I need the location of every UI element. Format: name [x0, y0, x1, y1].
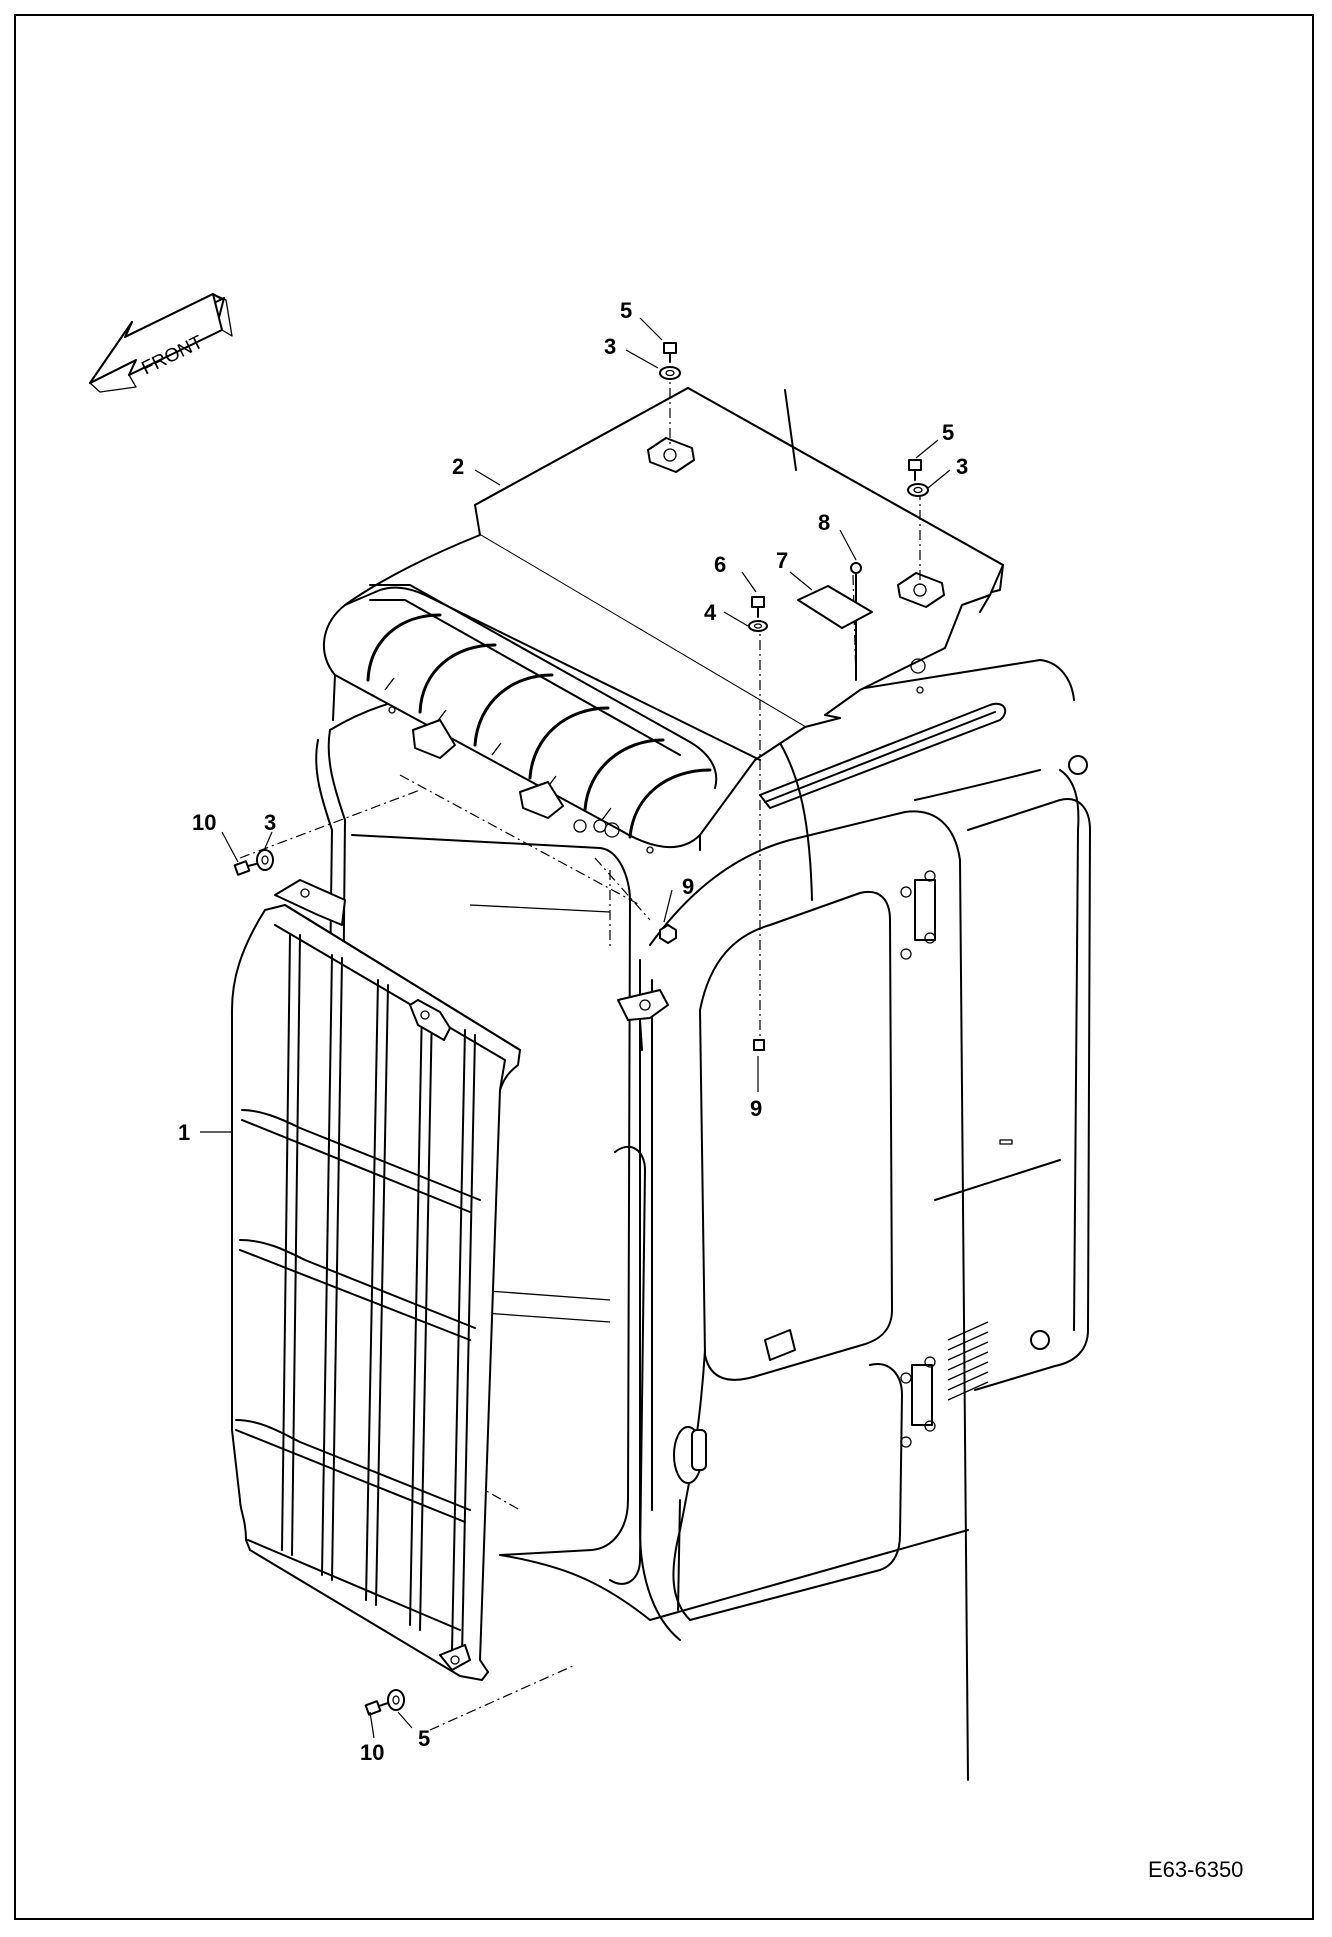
callout-5-top: 5 — [620, 298, 632, 323]
washer-5-lower — [387, 1689, 405, 1711]
roof-guard-ribs — [366, 613, 712, 839]
front-arrow-icon: FRONT — [89, 293, 233, 393]
callout-10-lower: 10 — [360, 1740, 384, 1765]
callout-3-right: 3 — [956, 454, 968, 479]
bolt-10-upper — [233, 860, 257, 876]
hardware — [233, 342, 929, 1716]
callout-8: 8 — [818, 510, 830, 535]
washer-3-left — [256, 849, 274, 871]
nut-9-upper — [659, 924, 677, 944]
callout-5-lower: 5 — [418, 1726, 430, 1751]
bolt-6 — [751, 596, 765, 618]
bolt-5-top — [663, 342, 677, 363]
screw-8 — [850, 562, 862, 681]
callout-9-lower: 9 — [750, 1096, 762, 1121]
side-vent — [947, 1321, 989, 1401]
washer-4 — [748, 620, 768, 632]
callout-9-upper: 9 — [682, 874, 694, 899]
callout-10-upper: 10 — [192, 810, 216, 835]
callout-6: 6 — [714, 552, 726, 577]
leader-lines — [200, 317, 951, 1739]
callout-3-left: 3 — [264, 810, 276, 835]
drawing-code: E63-6350 — [1148, 1857, 1243, 1882]
roof-guard — [322, 387, 1007, 854]
callout-5-right: 5 — [942, 420, 954, 445]
callout-2: 2 — [452, 454, 464, 479]
roof-mount-block-rear — [897, 572, 945, 608]
callout-3-top: 3 — [604, 334, 616, 359]
cab-body — [315, 659, 1091, 1781]
drawing-border — [14, 14, 1314, 1920]
washer-3-right — [907, 483, 929, 497]
plate-7 — [797, 585, 873, 629]
washer-3-top — [659, 366, 681, 380]
nut-9-lower — [753, 1039, 765, 1051]
callout-1: 1 — [178, 1120, 190, 1145]
callout-4: 4 — [704, 600, 717, 625]
front-grille — [231, 879, 521, 1681]
bolt-10-lower — [364, 1700, 389, 1716]
roof-mount-block-front — [647, 437, 695, 473]
callout-7: 7 — [776, 548, 788, 573]
callout-labels: 5 3 2 5 3 8 6 7 4 10 3 9 9 1 10 5 — [178, 298, 968, 1765]
bolt-5-right — [908, 459, 922, 481]
